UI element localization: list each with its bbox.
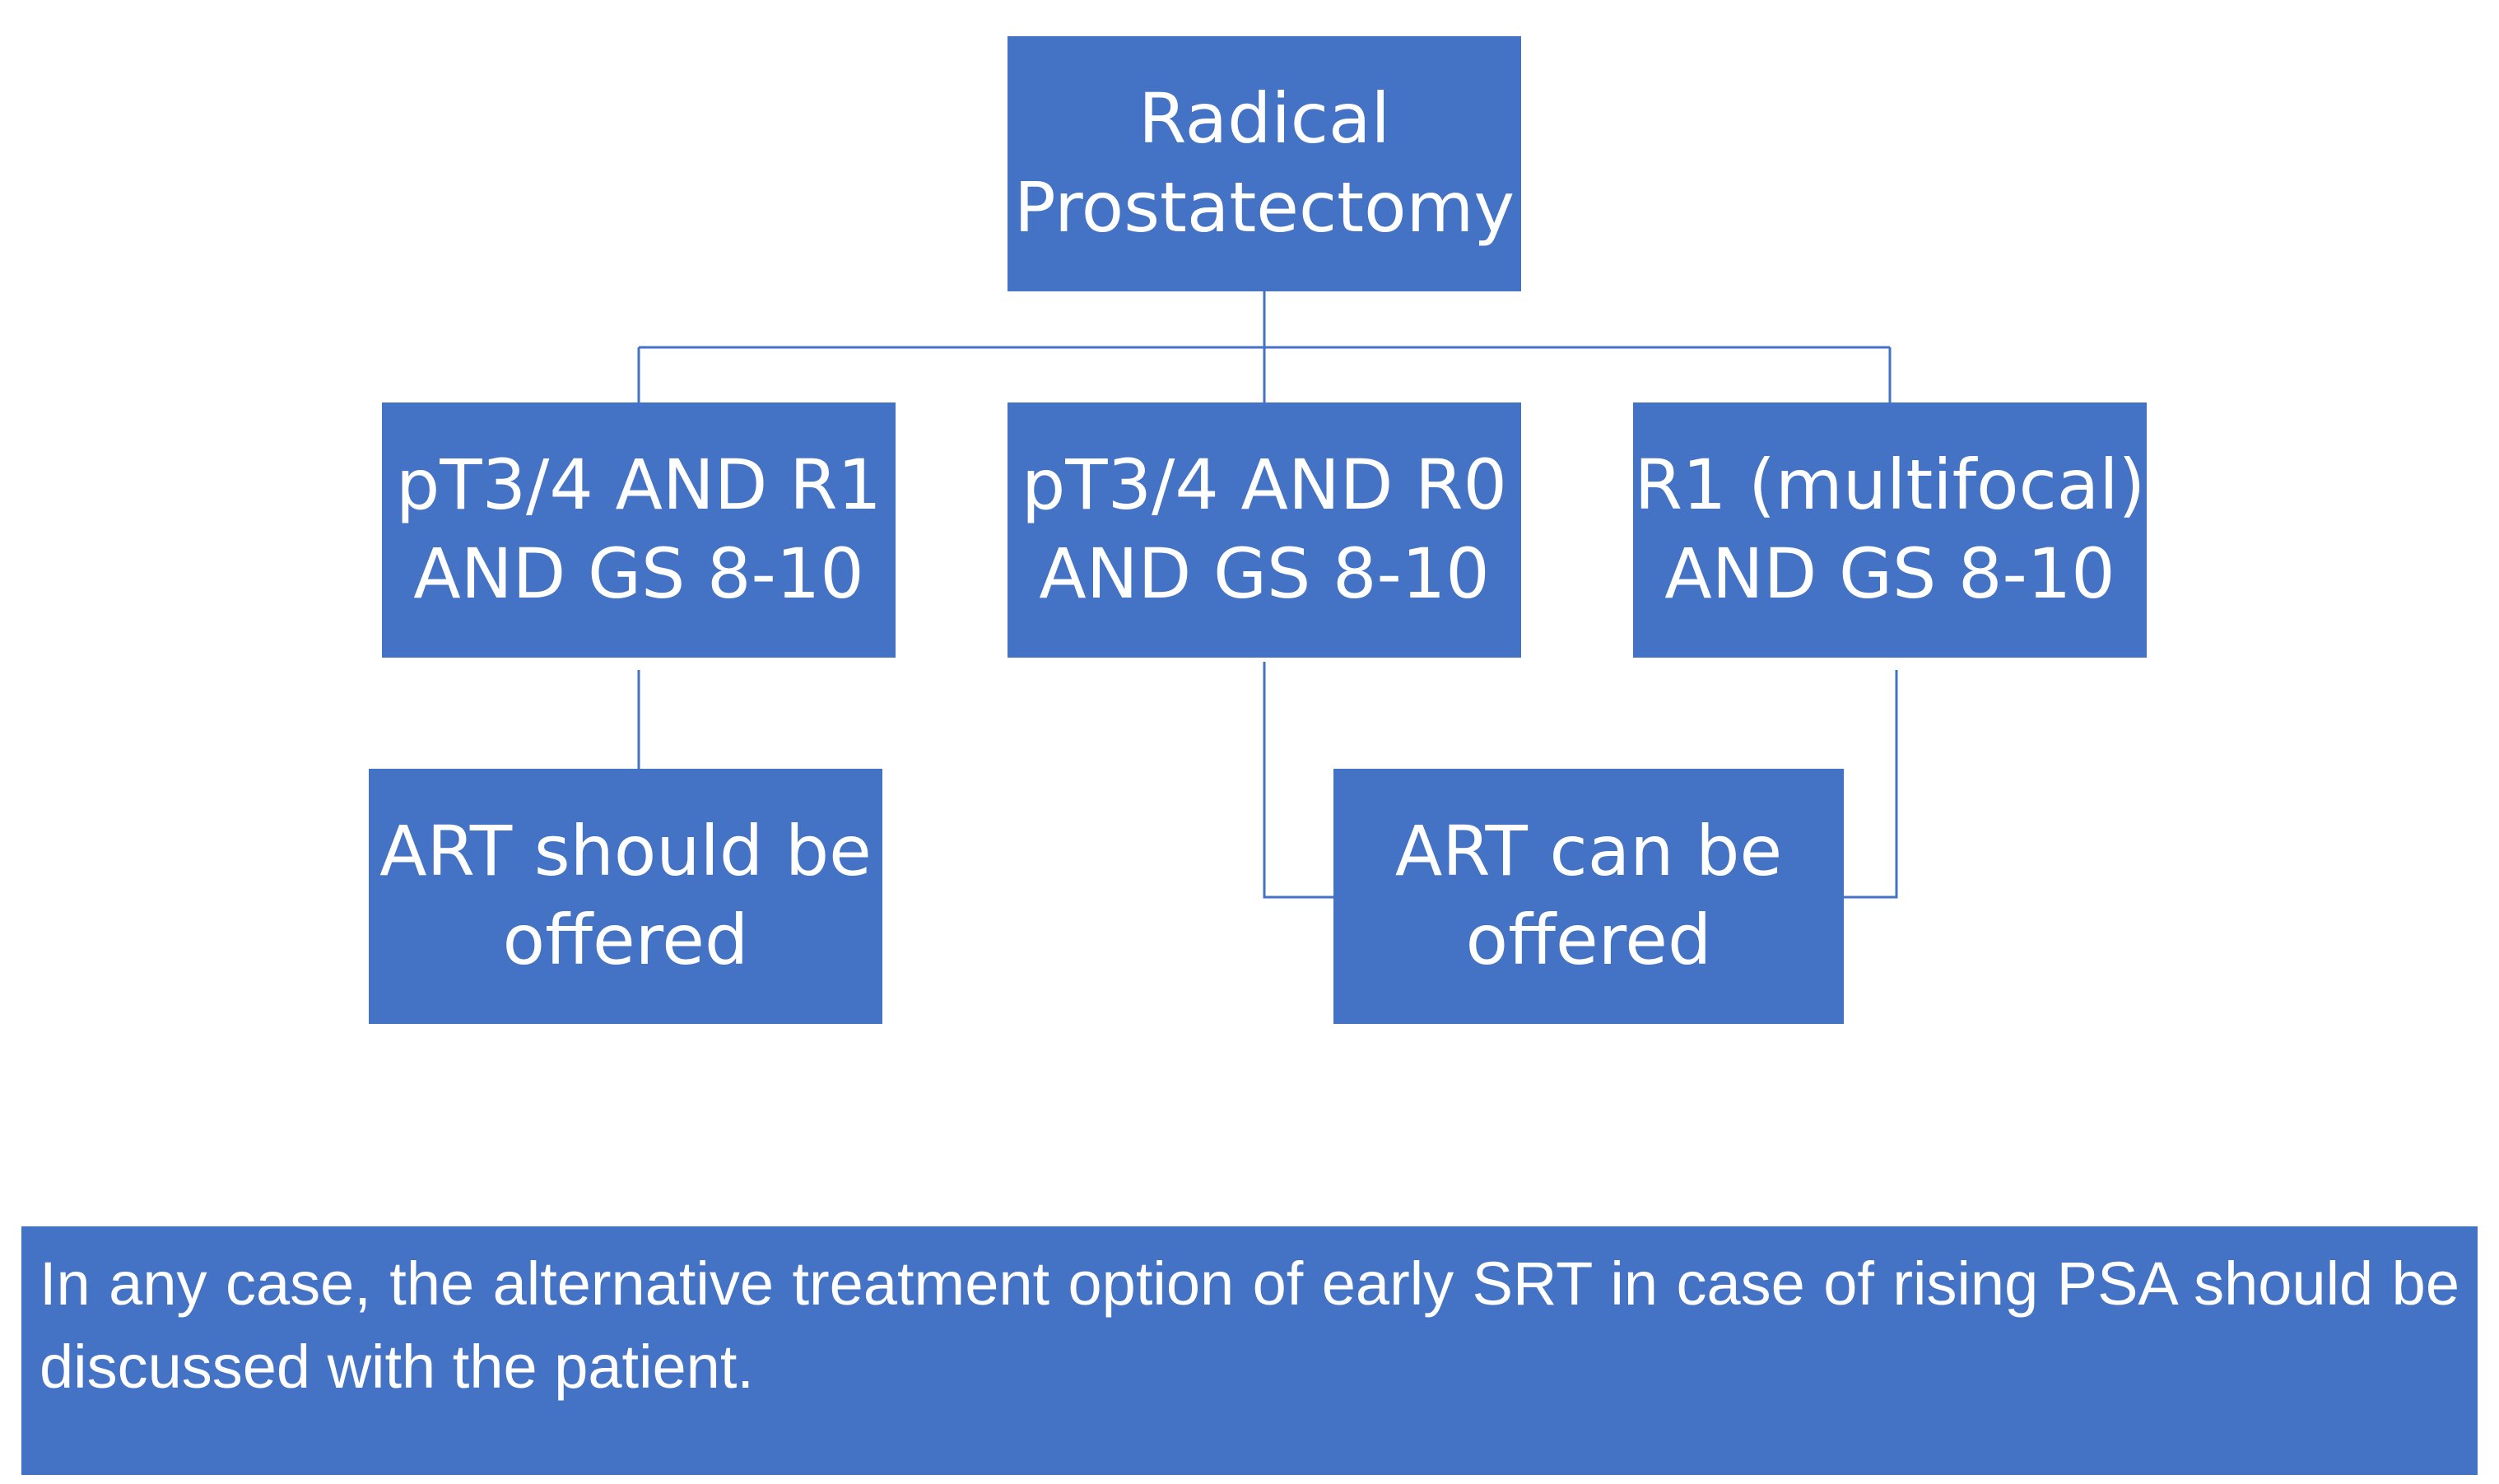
discussion-note-text: In any case, the alternative treatment o…	[40, 1249, 2459, 1401]
node-label: ART can be offered	[1394, 811, 1783, 980]
discussion-note-box: In any case, the alternative treatment o…	[21, 1226, 2478, 1475]
connector-right-to-can	[1844, 670, 1898, 899]
node-label: R1 (multifocal) AND GS 8-10	[1634, 444, 2146, 614]
node-label: pT3/4 AND R0 AND GS 8-10	[1021, 444, 1507, 614]
connector-middle-to-can	[1263, 662, 1333, 899]
node-radical-prostatectomy: Radical Prostatectomy	[1008, 36, 1521, 291]
node-outcome-art-can: ART can be offered	[1333, 769, 1844, 1024]
node-criteria-pt34-r0: pT3/4 AND R0 AND GS 8-10	[1008, 402, 1521, 658]
node-criteria-pt34-r1: pT3/4 AND R1 AND GS 8-10	[382, 402, 896, 658]
node-label: pT3/4 AND R1 AND GS 8-10	[395, 444, 882, 614]
node-outcome-art-should: ART should be offered	[369, 769, 882, 1024]
node-label: ART should be offered	[379, 811, 872, 980]
node-label: Radical Prostatectomy	[1013, 78, 1515, 248]
node-criteria-r1-multifocal: R1 (multifocal) AND GS 8-10	[1633, 402, 2147, 658]
